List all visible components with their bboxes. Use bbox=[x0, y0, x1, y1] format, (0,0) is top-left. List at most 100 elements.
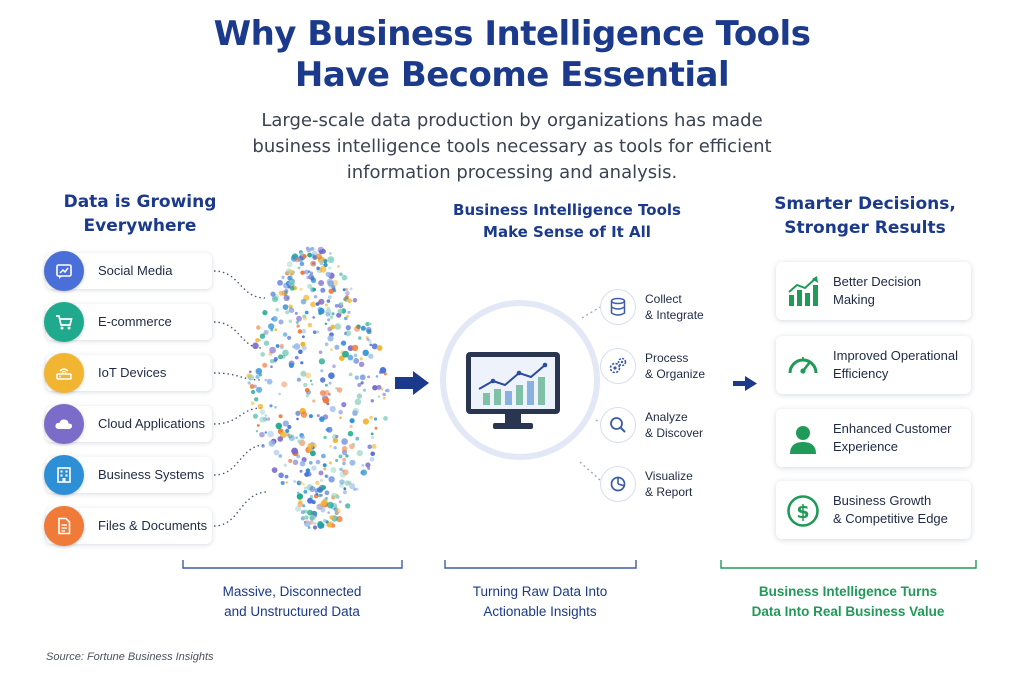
right-caption-line-1: Business Intelligence Turns bbox=[758, 584, 938, 599]
middle-caption-line-1: Turning Raw Data Into bbox=[472, 584, 608, 599]
data-dot bbox=[247, 374, 254, 381]
data-dot bbox=[286, 280, 292, 287]
data-dot bbox=[368, 353, 374, 359]
data-dot bbox=[333, 507, 338, 512]
data-dot bbox=[262, 333, 266, 336]
data-dot bbox=[296, 480, 302, 486]
data-dot bbox=[284, 474, 289, 479]
result-card-customer-experience: Enhanced Customer Experience bbox=[776, 409, 971, 467]
data-dot bbox=[347, 345, 354, 352]
data-dot bbox=[264, 378, 267, 382]
result-card-better-decisions: Better Decision Making bbox=[776, 262, 971, 320]
data-dot bbox=[306, 484, 314, 491]
data-dot bbox=[315, 491, 318, 494]
data-dot bbox=[351, 344, 359, 352]
data-dot bbox=[320, 369, 324, 373]
arrow-to-bi-icon bbox=[395, 371, 429, 395]
data-dot bbox=[310, 450, 316, 457]
data-dot bbox=[281, 354, 286, 359]
data-dot bbox=[268, 323, 275, 330]
data-dot bbox=[250, 401, 255, 406]
data-dot bbox=[311, 442, 317, 449]
data-dot bbox=[290, 255, 298, 262]
data-dot bbox=[323, 259, 327, 263]
data-dot bbox=[299, 261, 305, 267]
data-dot bbox=[329, 515, 334, 520]
data-dot bbox=[318, 280, 325, 286]
data-dot bbox=[318, 311, 323, 315]
data-dot bbox=[328, 461, 332, 465]
data-dot bbox=[320, 248, 326, 254]
shopping-cart-icon bbox=[44, 302, 84, 342]
data-dot bbox=[249, 370, 252, 374]
result-line-2: Experience bbox=[833, 439, 899, 454]
data-dot bbox=[359, 357, 363, 361]
source-label: Files & Documents bbox=[98, 518, 208, 533]
data-dot bbox=[269, 404, 273, 408]
magnifier-icon bbox=[600, 407, 636, 443]
data-dot bbox=[333, 289, 337, 293]
data-dot bbox=[333, 446, 337, 450]
data-dot bbox=[342, 461, 346, 466]
data-dot bbox=[344, 480, 350, 486]
step-collect-integrate: Collect & Integrate bbox=[600, 289, 750, 325]
data-dot bbox=[260, 352, 266, 357]
step-line-2: & Integrate bbox=[645, 308, 704, 322]
data-dot bbox=[302, 315, 308, 321]
data-dot bbox=[283, 463, 287, 467]
data-dot bbox=[295, 410, 301, 416]
data-dot bbox=[282, 304, 289, 310]
data-dot bbox=[353, 358, 360, 364]
data-dot bbox=[300, 298, 307, 305]
data-dot bbox=[299, 469, 303, 473]
data-dot bbox=[311, 465, 317, 471]
data-dot bbox=[307, 322, 313, 328]
step-line-2: & Organize bbox=[645, 367, 706, 381]
data-dot bbox=[303, 489, 308, 494]
data-dot bbox=[278, 414, 283, 419]
data-dot bbox=[295, 345, 299, 348]
data-dot bbox=[324, 390, 330, 396]
data-dot bbox=[278, 472, 284, 479]
data-dot bbox=[310, 301, 316, 308]
building-icon bbox=[44, 455, 84, 495]
data-dot bbox=[309, 515, 315, 521]
data-dot bbox=[309, 379, 313, 382]
data-dot bbox=[321, 453, 326, 459]
data-dot bbox=[339, 416, 342, 420]
data-dot bbox=[295, 321, 299, 324]
data-dot bbox=[307, 252, 312, 258]
data-dot bbox=[301, 345, 307, 351]
data-dot bbox=[249, 384, 255, 389]
data-dot bbox=[349, 483, 356, 490]
data-dot bbox=[327, 511, 330, 514]
data-dot bbox=[279, 343, 284, 348]
data-dot bbox=[360, 470, 364, 475]
data-dot bbox=[309, 520, 314, 525]
data-dot bbox=[323, 435, 327, 440]
data-dot bbox=[302, 254, 307, 259]
data-dot bbox=[316, 503, 323, 510]
data-dot bbox=[312, 287, 317, 292]
data-dot bbox=[318, 307, 325, 315]
data-dot bbox=[317, 306, 323, 312]
source-card-cloud-applications: Cloud Applications bbox=[44, 404, 212, 444]
data-dot bbox=[318, 470, 324, 476]
data-dot bbox=[297, 329, 303, 334]
result-line-2: Efficiency bbox=[833, 366, 889, 381]
data-dot bbox=[356, 450, 363, 457]
data-dot bbox=[354, 398, 362, 406]
data-dot bbox=[331, 279, 339, 287]
data-dot bbox=[370, 432, 374, 436]
data-dot bbox=[295, 436, 298, 440]
data-dot bbox=[326, 278, 334, 285]
data-dot bbox=[297, 501, 304, 508]
database-icon bbox=[600, 289, 636, 325]
step-line-2: & Discover bbox=[645, 426, 704, 440]
data-dot bbox=[261, 444, 265, 448]
data-dot bbox=[360, 469, 367, 476]
data-dot bbox=[324, 322, 328, 325]
data-dot bbox=[280, 481, 285, 485]
data-dot bbox=[300, 516, 305, 521]
data-dot bbox=[288, 279, 296, 287]
